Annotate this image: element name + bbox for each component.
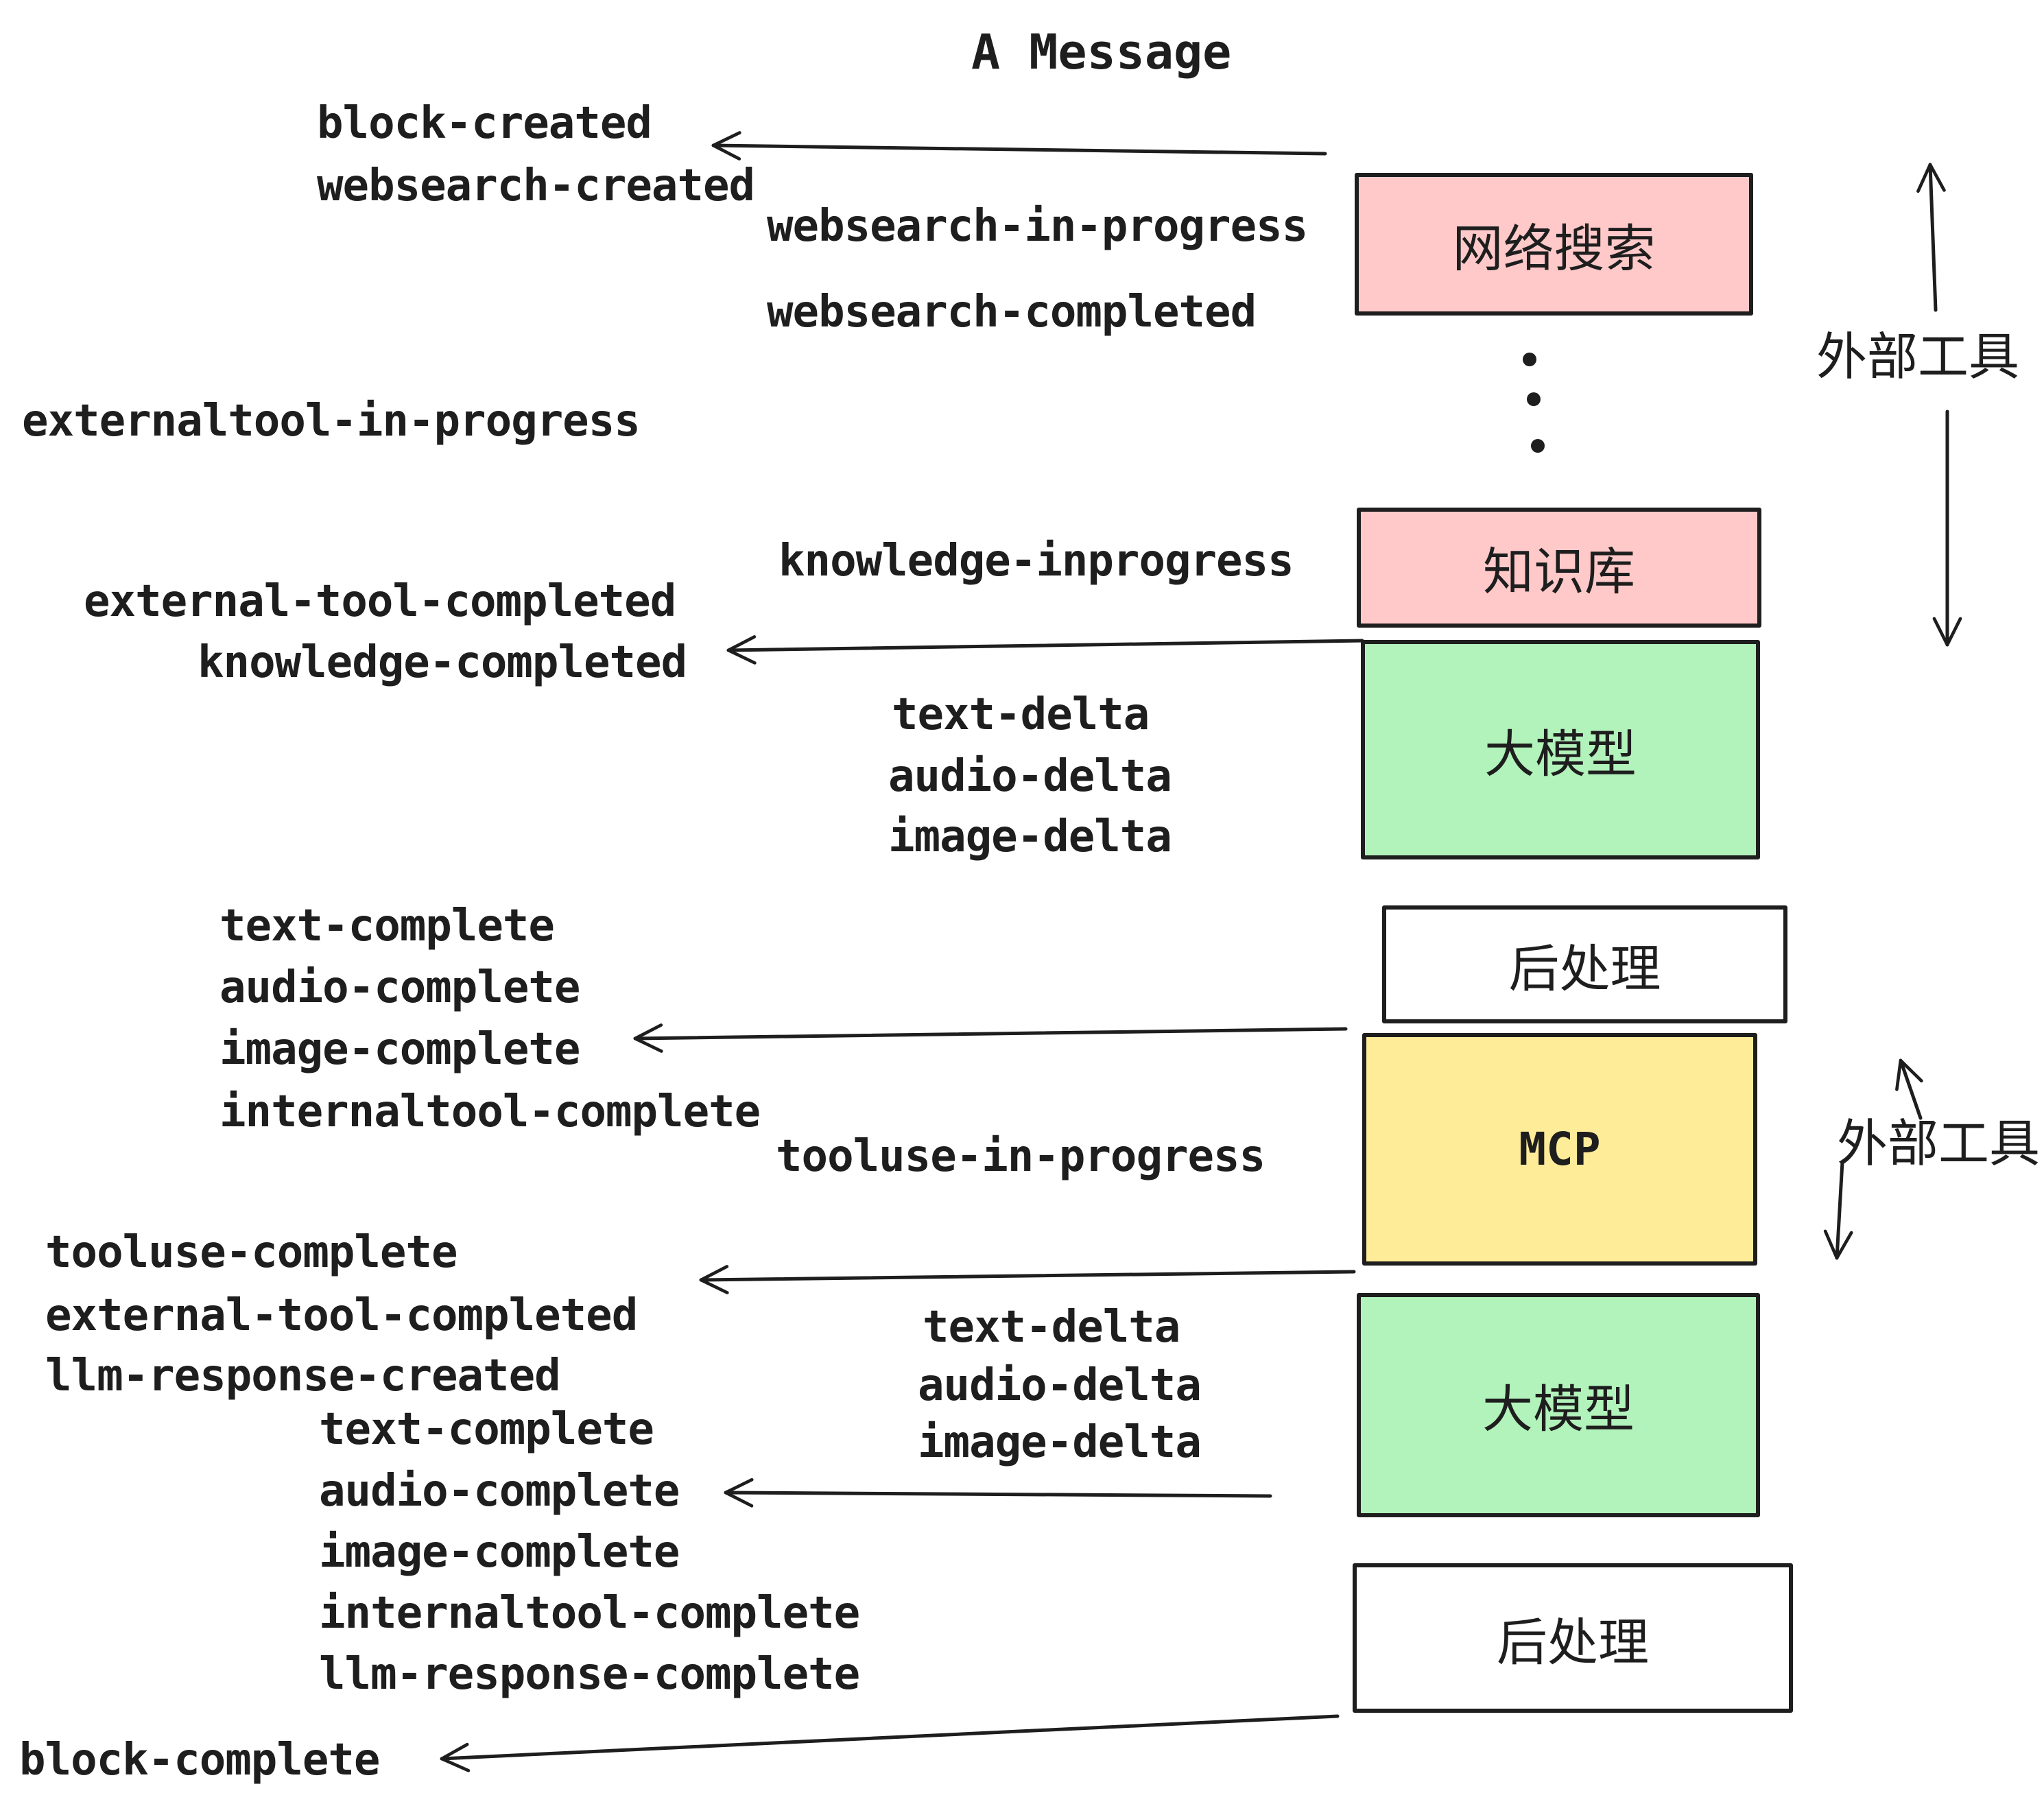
event-websearch-completed: websearch-completed <box>767 287 1257 337</box>
event-image-delta: image-delta <box>888 811 1172 862</box>
event-audio-complete-2: audio-complete <box>319 1466 680 1517</box>
arrow-postprocess2-to-block-complete <box>440 1714 1340 1772</box>
event-knowledge-inprogress: knowledge-inprogress <box>779 536 1294 586</box>
node-knowledge-base-label: 知识库 <box>1483 543 1635 602</box>
event-text-delta: text-delta <box>892 689 1150 740</box>
event-audio-delta-2: audio-delta <box>918 1360 1202 1411</box>
node-postprocess-2-label: 后处理 <box>1497 1613 1649 1672</box>
event-text-complete-2: text-complete <box>319 1404 654 1455</box>
node-postprocess-1: 后处理 <box>1382 905 1787 1023</box>
arrow-websearch-to-block-created <box>711 131 1327 161</box>
event-text-complete: text-complete <box>219 901 555 951</box>
event-knowledge-completed: knowledge-completed <box>198 637 687 688</box>
event-llm-response-created: llm-response-created <box>45 1351 561 1401</box>
vertical-ellipsis-icon <box>1523 353 1545 453</box>
event-image-delta-2: image-delta <box>918 1417 1202 1468</box>
node-postprocess-1-label: 后处理 <box>1508 939 1661 999</box>
node-llm-1: 大模型 <box>1361 640 1760 859</box>
event-internaltool-complete: internaltool-complete <box>219 1087 761 1137</box>
node-llm-2-label: 大模型 <box>1482 1380 1635 1439</box>
node-llm-2: 大模型 <box>1357 1293 1760 1517</box>
event-block-complete: block-complete <box>19 1735 380 1785</box>
event-audio-complete: audio-complete <box>219 962 580 1013</box>
event-block-created: block-created <box>317 98 652 149</box>
external-tools-up-arrow-top <box>1916 163 1946 312</box>
arrow-llm2-to-tooluse-complete <box>699 1265 1356 1294</box>
node-websearch: 网络搜索 <box>1355 173 1753 316</box>
node-websearch-label: 网络搜索 <box>1452 219 1656 278</box>
event-image-complete-2: image-complete <box>319 1527 680 1578</box>
node-postprocess-2: 后处理 <box>1353 1563 1793 1713</box>
external-tools-up-arrow-mcp <box>1895 1058 1923 1120</box>
event-text-delta-2: text-delta <box>923 1302 1180 1353</box>
event-tooluse-in-progress: tooluse-in-progress <box>776 1131 1265 1182</box>
external-tools-down-arrow-mcp <box>1823 1160 1853 1260</box>
event-externaltool-in-progress: externaltool-in-progress <box>22 396 641 447</box>
arrow-llm2-to-audio-complete <box>724 1477 1272 1508</box>
event-websearch-in-progress: websearch-in-progress <box>767 201 1308 252</box>
node-mcp: MCP <box>1362 1033 1757 1266</box>
event-external-tool-completed: external-tool-completed <box>84 576 676 627</box>
external-tools-label-mcp: 外部工具 <box>1837 1114 2040 1174</box>
event-audio-delta: audio-delta <box>888 751 1172 802</box>
event-internaltool-complete-2: internaltool-complete <box>319 1588 860 1639</box>
external-tools-label-top: 外部工具 <box>1816 327 2019 387</box>
node-llm-1-label: 大模型 <box>1484 724 1637 784</box>
event-external-tool-completed-2: external-tool-completed <box>45 1290 638 1341</box>
node-mcp-label: MCP <box>1519 1123 1601 1176</box>
node-knowledge-base: 知识库 <box>1357 508 1761 628</box>
event-llm-response-complete: llm-response-complete <box>319 1649 860 1700</box>
event-image-complete: image-complete <box>219 1024 580 1075</box>
diagram-title: A Message <box>971 24 1232 80</box>
arrow-llm-to-knowledge-completed <box>726 635 1364 665</box>
event-websearch-created: websearch-created <box>317 161 755 211</box>
arrow-postprocess-to-image-complete <box>633 1023 1348 1053</box>
event-tooluse-complete: tooluse-complete <box>45 1227 457 1278</box>
